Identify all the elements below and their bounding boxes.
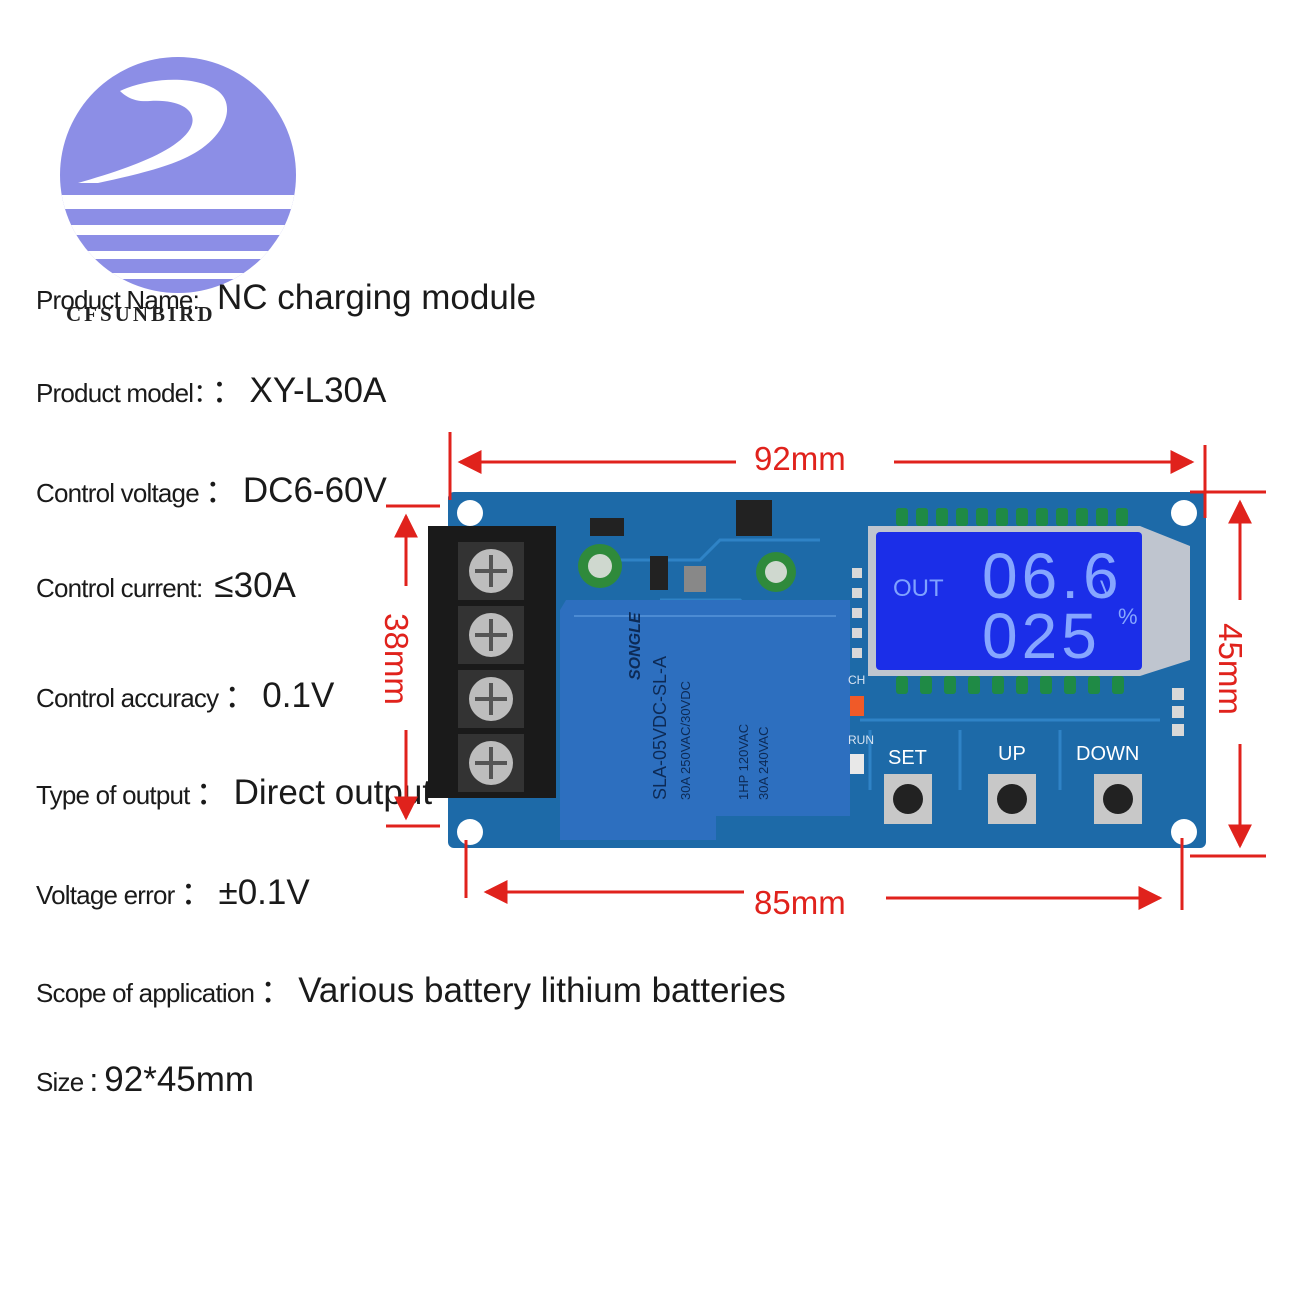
spec-size: Size:92*45mm [36, 1060, 255, 1099]
spec-product-model: Product model：：XY-L30A [36, 371, 387, 410]
btn-set-label: SET [888, 747, 927, 769]
led-ch-label: CH [848, 673, 865, 687]
btn-down-label: DOWN [1076, 743, 1139, 765]
lcd-frame [868, 526, 1190, 676]
mount-hole [457, 500, 483, 526]
lcd-voltage: 06.6 [982, 540, 1123, 612]
brand-name: CFSUNBIRD [66, 302, 216, 326]
led-ch-icon [850, 696, 864, 716]
pcb-board [448, 492, 1206, 848]
lcd-out-label: OUT [893, 575, 944, 602]
cfsunbird-logo [60, 57, 296, 293]
relay-brand: SONGLE [627, 611, 644, 680]
down-button [1094, 774, 1142, 824]
spec-control-current: Control current:≤30A [36, 566, 296, 605]
led-run-icon [850, 754, 864, 774]
lcd-percent-unit: % [1118, 604, 1138, 629]
dimension-bottom-label: 85mm [744, 884, 856, 922]
relay-spec-1: 30A 250VAC/30VDC [678, 681, 693, 800]
terminal-screws [458, 542, 524, 792]
lcd-screen [876, 532, 1142, 670]
btn-up-label: UP [998, 743, 1026, 765]
relay-spec-3: 30A 240VAC [756, 727, 771, 800]
capacitor [578, 544, 622, 588]
spec-control-voltage: Control voltage：DC6-60V [36, 471, 387, 510]
mount-hole [1171, 819, 1197, 845]
spec-product-name: Product Name:NC charging module [36, 278, 537, 317]
relay [560, 600, 850, 840]
relay-spec-2: 1HP 120VAC [736, 724, 751, 800]
lcd-voltage-unit: V [1100, 576, 1115, 601]
led-run-label: RUN [848, 733, 874, 747]
lcd-pins [896, 508, 1128, 694]
spec-scope-of-application: Scope of application：Various battery lit… [36, 971, 786, 1010]
lcd-percent: 025 [982, 600, 1101, 672]
relay-model: SLA-05VDC-SL-A [650, 656, 670, 800]
capacitor [756, 552, 796, 592]
dimension-left-label: 38mm [376, 603, 415, 715]
spec-type-of-output: Type of output：Direct output [36, 773, 433, 812]
up-button [988, 774, 1036, 824]
mount-hole [457, 819, 483, 845]
mount-hole [1171, 500, 1197, 526]
spec-control-accuracy: Control accuracy：0.1V [36, 676, 335, 715]
spec-voltage-error: Voltage error：±0.1V [36, 873, 310, 912]
dimension-top-label: 92mm [744, 440, 856, 478]
terminal-block [428, 526, 556, 798]
dimension-right-label: 45mm [1210, 613, 1249, 725]
set-button [884, 774, 932, 824]
